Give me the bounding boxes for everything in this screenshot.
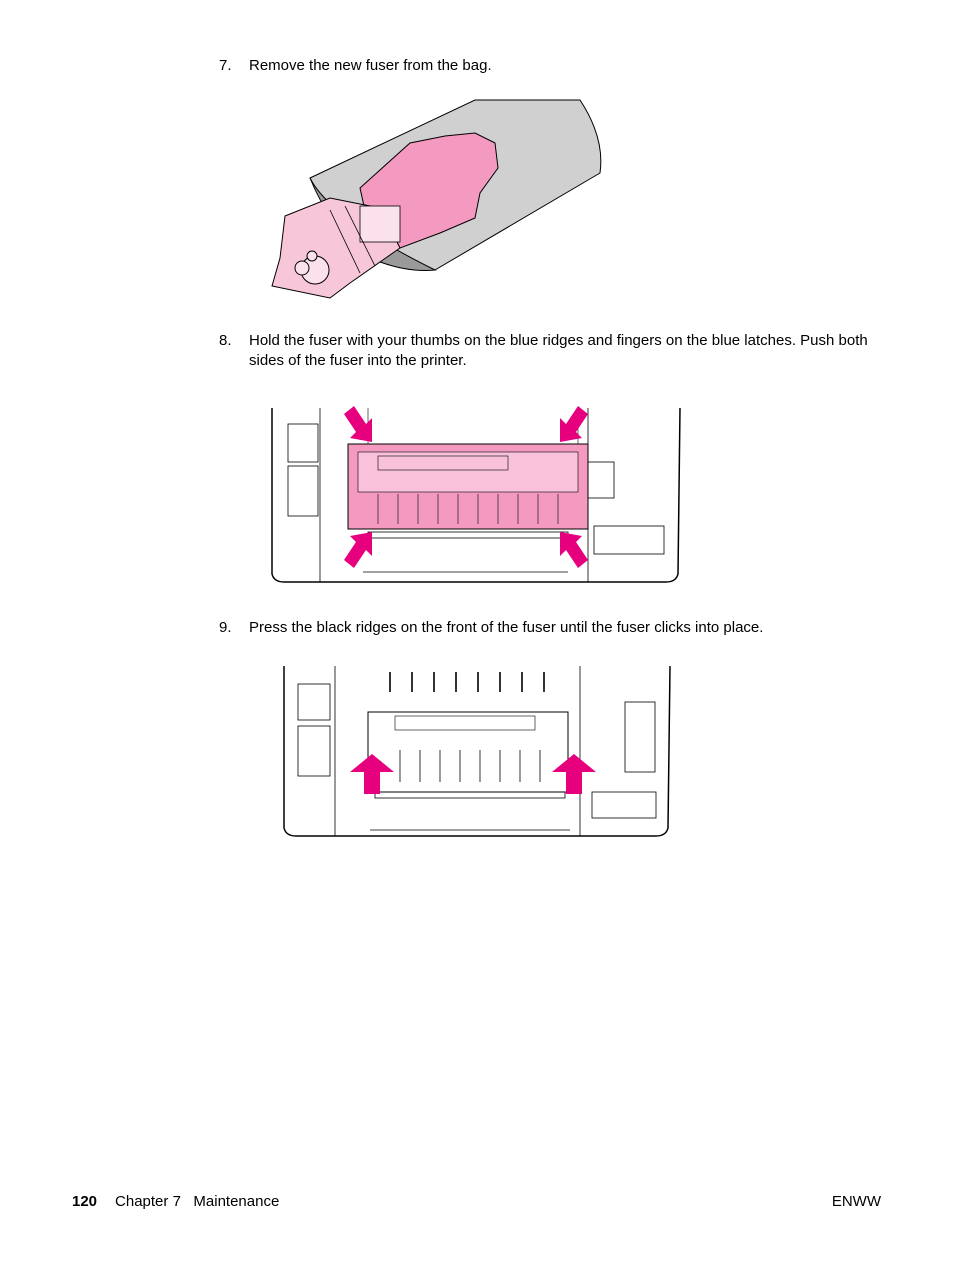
arrow-icon bbox=[552, 754, 596, 794]
step-text: Remove the new fuser from the bag. bbox=[249, 57, 492, 74]
arrow-icon bbox=[560, 532, 588, 568]
step-number: 9. bbox=[219, 619, 232, 636]
arrow-icon bbox=[344, 532, 372, 568]
page-number: 120 bbox=[72, 1193, 98, 1210]
step-9: 9. Press the black ridges on the front o… bbox=[219, 618, 859, 640]
fuser-in-bag-illustration bbox=[271, 99, 602, 299]
arrow-icon bbox=[344, 406, 372, 442]
step-8: 8. Hold the fuser with your thumbs on th… bbox=[219, 331, 889, 373]
step-text: Hold the fuser with your thumbs on the b… bbox=[249, 332, 868, 369]
footer-left: 120 Chapter 7 Maintenance bbox=[72, 1192, 279, 1212]
insert-fuser-illustration bbox=[271, 406, 681, 583]
fuser-body bbox=[367, 711, 569, 793]
step-7: 7. Remove the new fuser from the bag. bbox=[219, 56, 859, 78]
press-fuser-illustration bbox=[283, 665, 671, 837]
step-number: 8. bbox=[219, 332, 232, 349]
arrow-icon bbox=[560, 406, 588, 442]
footer-right: ENWW bbox=[831, 1193, 881, 1210]
step-number: 7. bbox=[219, 57, 232, 74]
arrow-icon bbox=[350, 754, 394, 794]
chapter-title: Chapter 7 Maintenance bbox=[115, 1193, 280, 1210]
step-text: Press the black ridges on the front of t… bbox=[249, 619, 764, 636]
